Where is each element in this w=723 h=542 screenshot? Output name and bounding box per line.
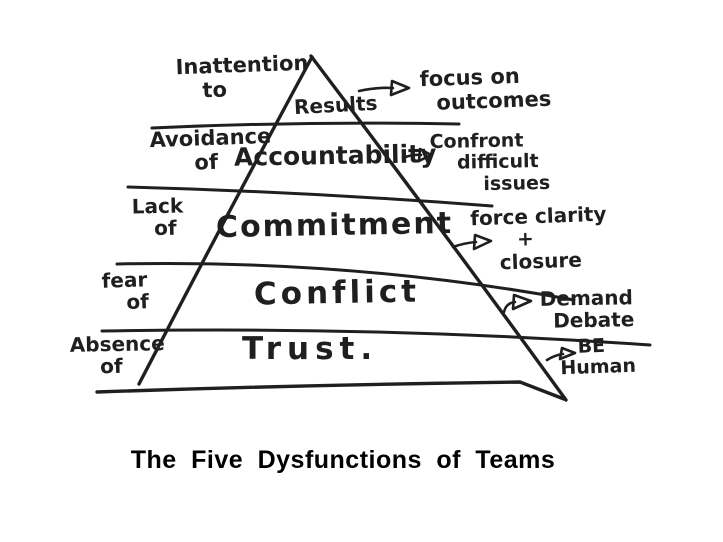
label-line: closure xyxy=(499,247,583,275)
label-line: of xyxy=(125,289,150,315)
level-name-conflict: Conflict xyxy=(253,273,421,313)
level-name-results: Results xyxy=(293,90,378,120)
slide-title: The Five Dysfunctions of Teams xyxy=(130,446,556,474)
label-line: Absence xyxy=(69,331,165,357)
divider-commitment-conflict xyxy=(115,261,576,302)
arrow-results-icon xyxy=(357,79,411,97)
arrow-accountability-icon xyxy=(401,147,433,163)
label-line: Inattention xyxy=(175,50,309,80)
pyramid-outline xyxy=(95,54,568,402)
label-line: fear xyxy=(101,267,148,293)
level-name-trust: Trust. xyxy=(242,331,379,367)
remedy-accountability: Confront difficult issues xyxy=(429,129,551,196)
arrow-commitment-icon xyxy=(451,233,493,251)
label-line: force clarity xyxy=(469,201,607,231)
dysfunction-label-results: Inattention to xyxy=(175,50,309,104)
remedy-trust: BE Human xyxy=(559,335,636,380)
label-line: difficult xyxy=(456,150,539,174)
divider-results-accountability xyxy=(150,121,461,130)
label-line: + xyxy=(516,226,535,252)
dysfunction-label-conflict: fear of xyxy=(101,267,150,315)
pyramid-left-edge xyxy=(137,55,314,386)
label-line: of xyxy=(153,216,177,241)
label-line: of xyxy=(99,354,123,379)
level-name-commitment: Commitment xyxy=(215,205,454,246)
label-line: issues xyxy=(483,171,551,195)
level-dividers xyxy=(100,121,652,347)
pyramid-base-line xyxy=(95,380,566,401)
dysfunction-label-trust: Absence of xyxy=(69,331,166,379)
label-line: Human xyxy=(559,354,637,380)
divider-conflict-trust xyxy=(100,328,652,347)
label-line: outcomes xyxy=(435,86,552,115)
arrow-conflict-icon xyxy=(502,293,533,314)
label-line: Lack xyxy=(131,193,184,219)
label-line: Demand xyxy=(539,285,634,311)
remedy-results: focus on outcomes xyxy=(419,64,552,116)
remedy-conflict: Demand Debate xyxy=(539,285,635,333)
dysfunction-label-commitment: Lack of xyxy=(131,193,184,241)
label-line: Debate xyxy=(552,307,635,333)
level-name-accountability: Accountability xyxy=(233,139,437,172)
pyramid-right-edge xyxy=(309,54,568,402)
remedy-arrows xyxy=(357,79,577,362)
divider-accountability-commitment xyxy=(126,185,494,208)
arrow-trust-icon xyxy=(545,346,577,362)
remedy-commitment: force clarity + closure xyxy=(469,201,608,275)
